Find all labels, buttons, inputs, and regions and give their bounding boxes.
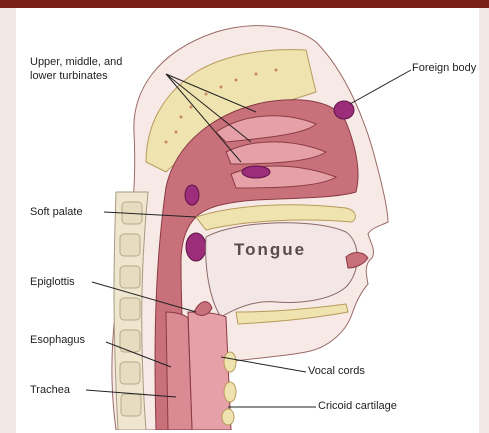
anatomy-illustration: Upper, middle, and lower turbinates Fore… (16, 12, 478, 430)
label-foreign-body: Foreign body (412, 62, 476, 75)
left-margin (0, 8, 16, 433)
tracheal-rings (222, 352, 236, 425)
esophagus-tube (166, 312, 192, 430)
label-turbinates-2: lower turbinates (30, 70, 108, 83)
lower-mass (242, 166, 270, 178)
label-vocal-cords: Vocal cords (308, 365, 365, 378)
label-esophagus: Esophagus (30, 334, 85, 347)
adenoid-mass (185, 185, 199, 205)
label-trachea: Trachea (30, 384, 70, 397)
label-cricoid-cartilage: Cricoid cartilage (318, 400, 397, 413)
label-turbinates-1: Upper, middle, and (30, 56, 122, 69)
label-epiglottis: Epiglottis (30, 276, 75, 289)
tonsil-mass (186, 233, 206, 261)
label-tongue: Tongue (234, 240, 306, 260)
label-soft-palate: Soft palate (30, 206, 83, 219)
top-border (0, 0, 489, 8)
right-margin (479, 8, 489, 433)
